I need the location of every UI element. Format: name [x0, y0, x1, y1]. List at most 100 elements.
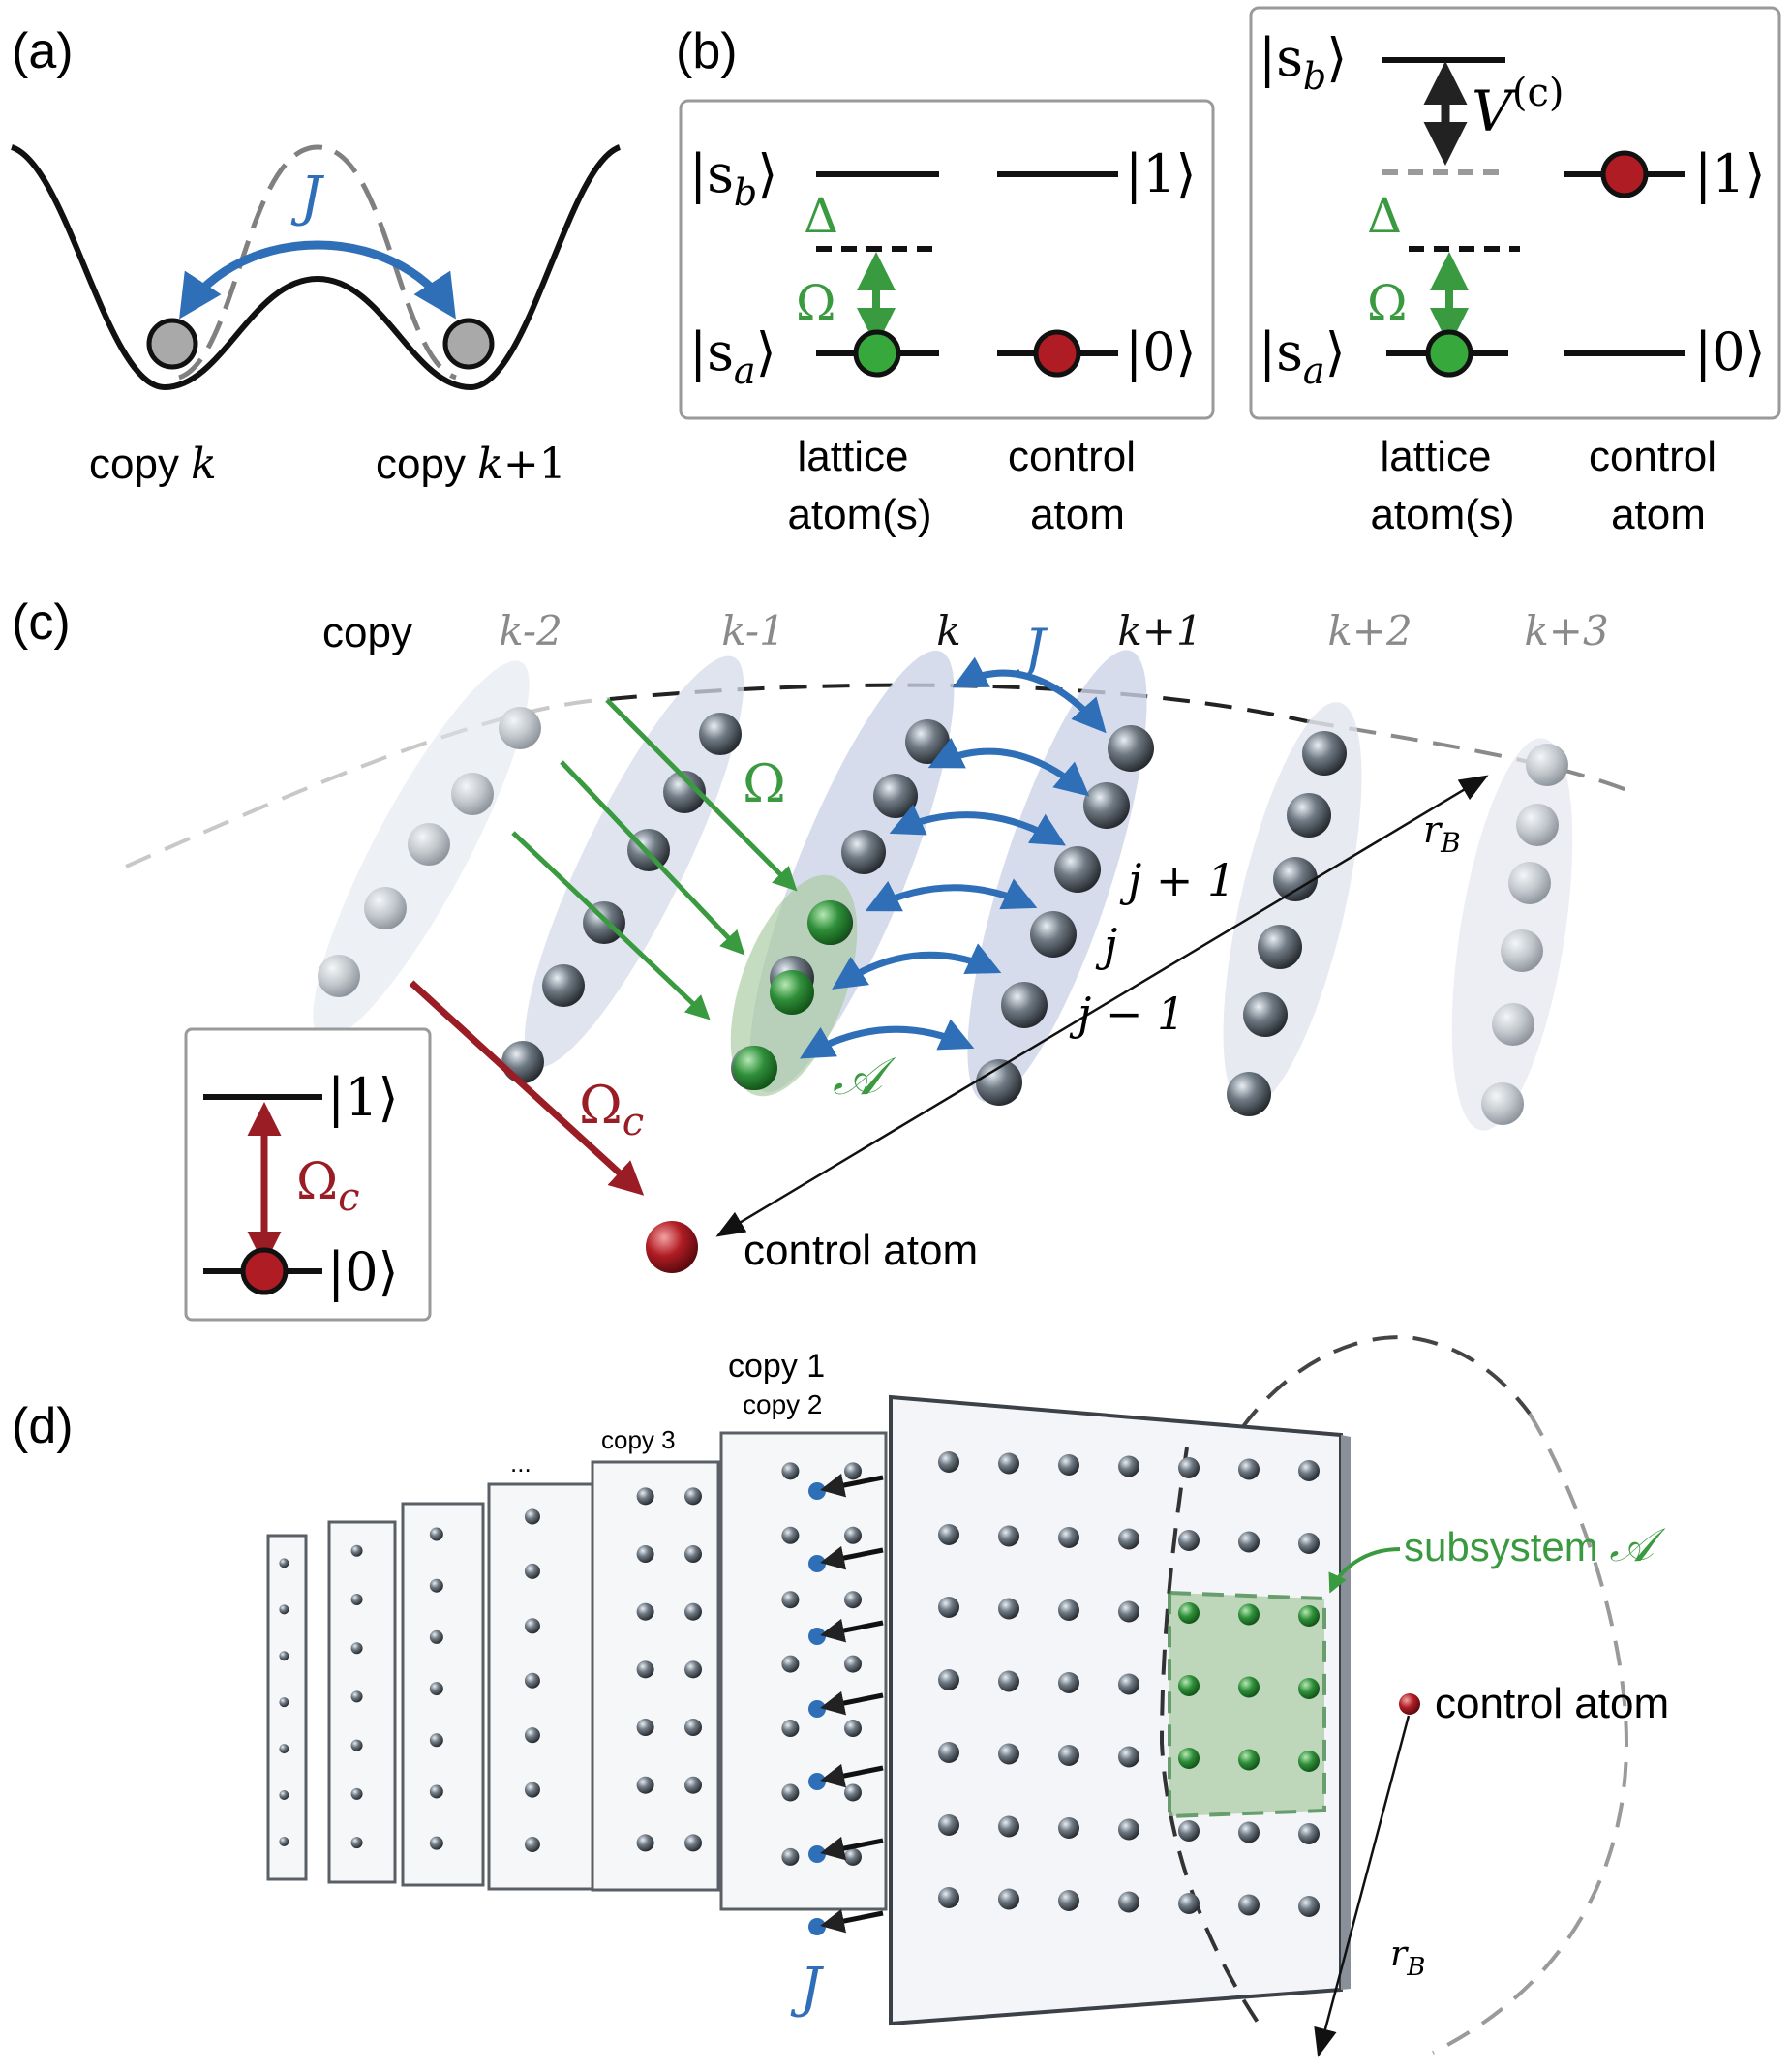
- level-box-left: [679, 99, 1215, 420]
- control-label-2: atom: [1030, 491, 1125, 538]
- front-atom-3-2: [1058, 1672, 1079, 1693]
- level-box-right: [1249, 6, 1781, 420]
- plane-atom-0-2-0: [279, 1651, 289, 1661]
- front-atom-1-6: [1298, 1533, 1320, 1554]
- plane-atom-5-1-0: [781, 1526, 800, 1544]
- j-label: j: [1095, 919, 1117, 971]
- J-arrow-d-6: [820, 1908, 884, 1934]
- plane-atom-5-5-0: [781, 1783, 800, 1802]
- panel-b-column-labels: lattice atom(s) control atom lattice ato…: [787, 433, 1716, 538]
- lattice-atom-c3-4: [1001, 982, 1048, 1028]
- front-atom-4-0: [938, 1742, 959, 1763]
- front-atom-4-3: [1118, 1746, 1139, 1768]
- plane-atom-5-2-1: [844, 1591, 862, 1609]
- J-atom-1: [808, 1555, 826, 1572]
- copy-label-k1: k+1: [1117, 607, 1201, 655]
- plane-atom-1-1-0: [350, 1593, 363, 1605]
- front-atom-1-4: [1178, 1530, 1200, 1551]
- J-atom-6: [808, 1918, 826, 1935]
- J-arrow-d-0: [820, 1473, 884, 1498]
- laser-beam-3: [511, 831, 711, 1020]
- front-atom-2-4: [1178, 1602, 1200, 1624]
- lattice-atom-c4-1: [1287, 793, 1331, 838]
- lattice-atom-c2-2: [841, 830, 886, 874]
- lattice-plane-3: [487, 1482, 594, 1891]
- plane-atom-1-0-0: [350, 1544, 363, 1557]
- lattice-atom-c3-2: [1054, 846, 1101, 893]
- plane-atom-5-6-0: [781, 1847, 800, 1866]
- front-atom-3-1: [998, 1670, 1019, 1692]
- plane-atom-5-4-0: [781, 1720, 800, 1738]
- plane-atom-0-3-0: [279, 1697, 289, 1708]
- plane-atom-3-4-0: [524, 1727, 540, 1744]
- green-atom-right: [1425, 329, 1473, 378]
- front-atom-6-3: [1118, 1891, 1139, 1913]
- control-atom-label-c: control atom: [744, 1227, 978, 1274]
- blockade-circle-inner: [1159, 1447, 1260, 2025]
- front-atom-2-0: [938, 1597, 959, 1618]
- copy-label-k3: k+3: [1524, 607, 1608, 655]
- lattice-label-1: lattice: [798, 433, 909, 480]
- lattice-atom-c5-2: [1508, 862, 1551, 904]
- plane-atom-5-1-1: [844, 1526, 862, 1544]
- plane-atom-5-3-0: [781, 1655, 800, 1673]
- subsystem-label: subsystem 𝒜: [1404, 1518, 1666, 1572]
- inset-ket0: |0⟩: [327, 1241, 399, 1302]
- subsystem-pointer: [1328, 1547, 1401, 1594]
- lattice-atom-c0-4: [318, 955, 360, 997]
- front-atom-3-4: [1178, 1675, 1200, 1696]
- lattice-atom-c0-3: [364, 887, 407, 929]
- lattice-atom-c0-1: [451, 773, 494, 815]
- front-atom-6-5: [1238, 1894, 1260, 1916]
- laser-beam-2: [560, 760, 745, 956]
- front-atom-0-4: [1178, 1457, 1200, 1478]
- ket1-right: |1⟩: [1694, 143, 1766, 204]
- front-atom-0-5: [1238, 1458, 1260, 1480]
- control-laser-beam: [409, 980, 645, 1196]
- J-arrow-d-5: [820, 1836, 884, 1861]
- J-atom-0: [808, 1482, 826, 1500]
- rB-label-d: rB: [1390, 1934, 1425, 1982]
- plane-atom-0-6-0: [279, 1836, 289, 1846]
- front-atom-6-1: [998, 1888, 1019, 1910]
- front-atom-2-5: [1238, 1603, 1260, 1626]
- plane-atom-4-5-0: [636, 1776, 654, 1794]
- front-atom-5-5: [1238, 1821, 1260, 1843]
- J-arrow-d-1: [820, 1545, 884, 1570]
- lattice-label-2-right: atom(s): [1370, 491, 1514, 538]
- ket-sa-left: |sa⟩: [689, 321, 776, 392]
- blockade-circle-top: [1239, 1335, 1532, 1431]
- J-arrow-d-4: [820, 1763, 884, 1788]
- V-label: V(c): [1472, 71, 1564, 144]
- inset-red-atom: [240, 1247, 289, 1295]
- A-label-c: 𝒜: [833, 1046, 896, 1107]
- front-atom-4-5: [1238, 1749, 1260, 1771]
- blockade-radius-arrow: [715, 775, 1489, 1237]
- omega-c-label: Ωc: [579, 1075, 644, 1144]
- front-atom-6-4: [1178, 1893, 1200, 1914]
- front-atom-0-2: [1058, 1454, 1079, 1476]
- subsystem-A-box: [1168, 1590, 1326, 1819]
- lattice-atom-c4-0: [1302, 731, 1347, 776]
- red-atom-right: [1600, 150, 1649, 198]
- copy-index-labels: k-2 k-1 k k+1 k+2 k+3: [499, 607, 1609, 655]
- lattice-atom-c4-4: [1243, 992, 1288, 1037]
- level-diagram-right: |sb⟩ V(c) Δ Ω |sa⟩ |1⟩ |0⟩: [1249, 6, 1781, 420]
- front-atom-0-3: [1118, 1455, 1139, 1477]
- copy-word: copy: [322, 609, 412, 656]
- lattice-plane-0: [266, 1534, 308, 1881]
- tunneling-arrow-J: [179, 240, 456, 320]
- panel-b: (b) |sb⟩ Δ Ω |sa⟩ |1⟩ |0⟩: [676, 6, 1781, 538]
- subsystem-atom-1: [770, 970, 814, 1015]
- panel-b-label: (b): [676, 23, 738, 79]
- lattice-atom-c1-1: [663, 771, 706, 813]
- plane-atom-1-5-0: [350, 1787, 363, 1800]
- inset-ket1: |1⟩: [327, 1067, 399, 1128]
- front-atom-6-0: [938, 1887, 959, 1908]
- plane-atom-4-0-0: [636, 1487, 654, 1506]
- lattice-plane-2: [401, 1502, 485, 1887]
- lattice-atom-c1-5: [501, 1041, 544, 1083]
- front-atom-5-4: [1178, 1820, 1200, 1842]
- j-minus-label: j − 1: [1069, 988, 1185, 1040]
